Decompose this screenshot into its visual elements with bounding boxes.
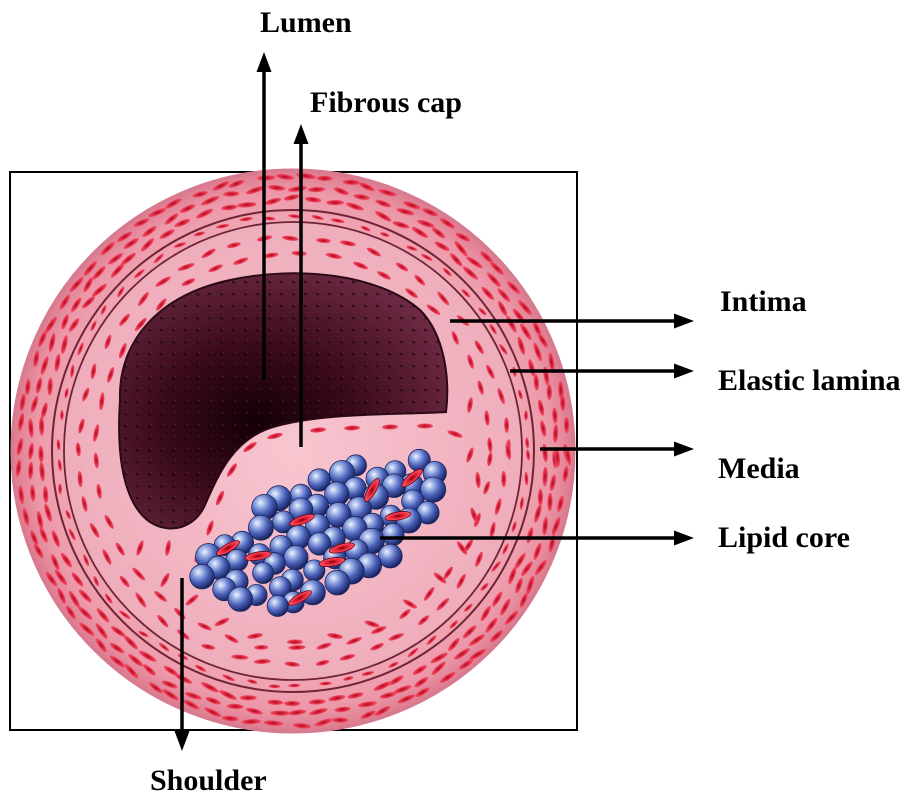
lipid-cell [378, 544, 402, 568]
lipid-cell [382, 523, 404, 545]
lipid-cell [253, 563, 274, 584]
arrowhead [674, 442, 694, 457]
lipid-cell [421, 477, 446, 502]
label-media: Media [718, 452, 800, 485]
label-intima: Intima [720, 285, 807, 318]
label-lipid-core: Lipid core [718, 521, 850, 554]
vessel-cross-section [12, 170, 574, 732]
label-shoulder: Shoulder [150, 764, 267, 795]
arrowhead [257, 52, 272, 72]
label-elastic-lamina: Elastic lamina [718, 364, 901, 397]
lipid-cell [228, 587, 253, 612]
media-muscle-cell [284, 701, 300, 706]
label-lumen: Lumen [260, 6, 352, 39]
arrowhead [294, 124, 309, 144]
arrowhead [674, 314, 694, 329]
label-fibrous-cap: Fibrous cap [310, 86, 462, 119]
arrowhead [175, 731, 190, 751]
intima-cell [287, 640, 303, 645]
arrowhead [674, 364, 694, 379]
intima-cell [417, 424, 433, 429]
lipid-cell [190, 564, 215, 589]
lipid-cell [325, 570, 350, 595]
arrowhead [674, 531, 694, 546]
lipid-cell [267, 595, 288, 616]
lamina-cell [524, 410, 528, 420]
